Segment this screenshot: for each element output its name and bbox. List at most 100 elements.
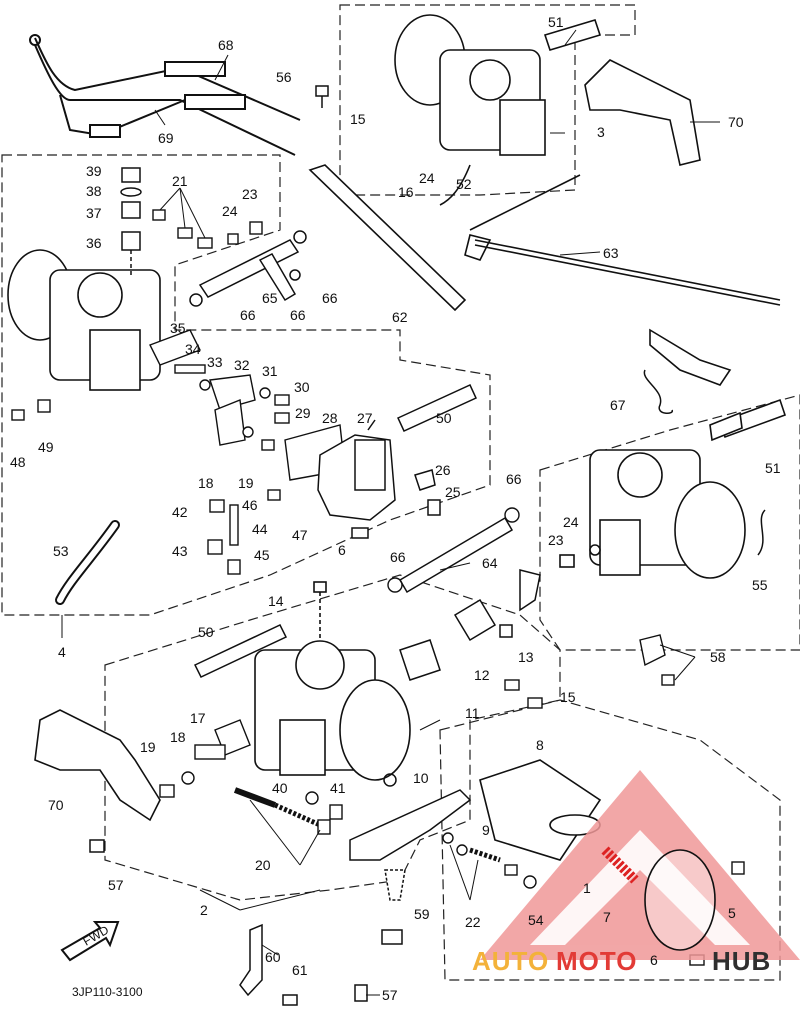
carb-2-float-bowl	[279, 719, 326, 776]
cable-adjuster	[89, 124, 121, 138]
bracket-70-top	[584, 59, 701, 166]
label-part-50: 50	[436, 410, 452, 426]
label-part-38: 38	[86, 183, 102, 199]
label-part-15-top: 15	[350, 111, 366, 127]
screws-15-lower	[504, 679, 543, 709]
bracket-70-lower	[34, 709, 161, 822]
label-part-61: 61	[292, 962, 308, 978]
label-part-17: 17	[190, 710, 206, 726]
part-labels: 1 2 3 4 5 6 7 8 9 10 11 12 13 14 15 15 1…	[10, 14, 781, 1003]
label-part-47: 47	[292, 527, 308, 543]
washer-24-right	[589, 544, 601, 556]
label-part-13: 13	[518, 649, 534, 665]
label-part-28: 28	[322, 410, 338, 426]
watermark-logo	[480, 770, 800, 960]
label-part-9: 9	[482, 822, 490, 838]
carb-4-float-bowl	[89, 329, 141, 391]
label-part-34: 34	[185, 341, 201, 357]
bolt-56	[315, 85, 329, 108]
label-part-63: 63	[603, 245, 619, 261]
link-rod-62	[308, 164, 467, 312]
label-part-43: 43	[172, 543, 188, 559]
carb-3-float-bowl	[499, 99, 546, 156]
bracket-58	[639, 634, 675, 686]
bracket-60	[89, 839, 368, 1006]
watermark-text: AUTO MOTO HUB	[472, 946, 770, 976]
label-part-26: 26	[435, 462, 451, 478]
clip-55	[757, 509, 766, 556]
label-part-6-lower: 6	[650, 952, 658, 968]
carburetor-4	[7, 249, 161, 391]
carb-3-hose	[439, 164, 471, 206]
label-part-44: 44	[252, 521, 268, 537]
label-part-70-lower: 70	[48, 797, 64, 813]
label-part-1: 1	[583, 880, 591, 896]
cap-stack-36-39	[120, 167, 142, 275]
label-part-66-b: 66	[240, 307, 256, 323]
label-part-50-lower: 50	[198, 624, 214, 640]
label-part-67: 67	[610, 397, 626, 413]
label-part-27: 27	[357, 410, 373, 426]
carb-1-diaphragm-cover	[674, 481, 746, 579]
cap-12-13	[399, 569, 541, 681]
label-part-19: 19	[238, 475, 254, 491]
label-part-19-lower: 19	[140, 739, 156, 755]
label-part-54: 54	[528, 912, 544, 928]
label-part-37: 37	[86, 205, 102, 221]
label-part-65: 65	[262, 290, 278, 306]
label-part-30: 30	[294, 379, 310, 395]
fwd-arrow: FWD	[60, 921, 120, 962]
label-part-46: 46	[242, 497, 258, 513]
cover-8-9	[479, 759, 602, 861]
ring-66-right	[504, 507, 520, 523]
cluster-28-35	[149, 329, 346, 481]
label-part-66-e: 66	[390, 549, 406, 565]
cluster-17-20	[159, 719, 343, 835]
label-part-39: 39	[86, 163, 102, 179]
label-part-42: 42	[172, 504, 188, 520]
label-part-15: 15	[560, 689, 576, 705]
o-ring-38	[120, 187, 142, 197]
carb-1-float-bowl	[599, 519, 641, 576]
carb-2-bore	[295, 640, 345, 690]
label-part-35: 35	[170, 320, 186, 336]
label-part-66-a: 66	[322, 290, 338, 306]
choke-shaft-63	[464, 174, 781, 386]
label-part-56: 56	[276, 69, 292, 85]
label-part-8: 8	[536, 737, 544, 753]
carb-4-bore	[77, 272, 123, 318]
label-part-70: 70	[728, 114, 744, 130]
cable-end	[29, 34, 41, 46]
clip-67	[643, 369, 673, 415]
cable-sleeve-69	[184, 94, 246, 110]
label-part-33: 33	[207, 354, 223, 370]
label-part-68: 68	[218, 37, 234, 53]
label-part-62: 62	[392, 309, 408, 325]
label-part-36: 36	[86, 235, 102, 251]
fuel-pipe-50-upper	[397, 384, 477, 432]
label-part-6: 6	[338, 542, 346, 558]
group-boundaries	[1, 4, 800, 981]
label-part-41: 41	[330, 780, 346, 796]
label-part-29: 29	[295, 405, 311, 421]
label-part-59: 59	[414, 906, 430, 922]
label-part-57: 57	[108, 877, 124, 893]
carb-3-bore	[469, 59, 511, 101]
label-part-57-lower: 57	[382, 987, 398, 1003]
label-part-66-d: 66	[506, 471, 522, 487]
label-part-14: 14	[268, 593, 284, 609]
label-part-22: 22	[465, 914, 481, 930]
label-part-69: 69	[158, 130, 174, 146]
carburetor-2	[254, 581, 411, 781]
label-part-24: 24	[222, 203, 238, 219]
carb-1-bore	[617, 452, 663, 498]
label-part-7: 7	[603, 909, 611, 925]
label-part-45: 45	[254, 547, 270, 563]
label-part-11: 11	[465, 705, 480, 721]
fuel-pipe-small	[709, 411, 743, 442]
spring-7	[601, 846, 716, 951]
label-part-10: 10	[413, 770, 429, 786]
cable-sleeve-68	[164, 61, 226, 77]
